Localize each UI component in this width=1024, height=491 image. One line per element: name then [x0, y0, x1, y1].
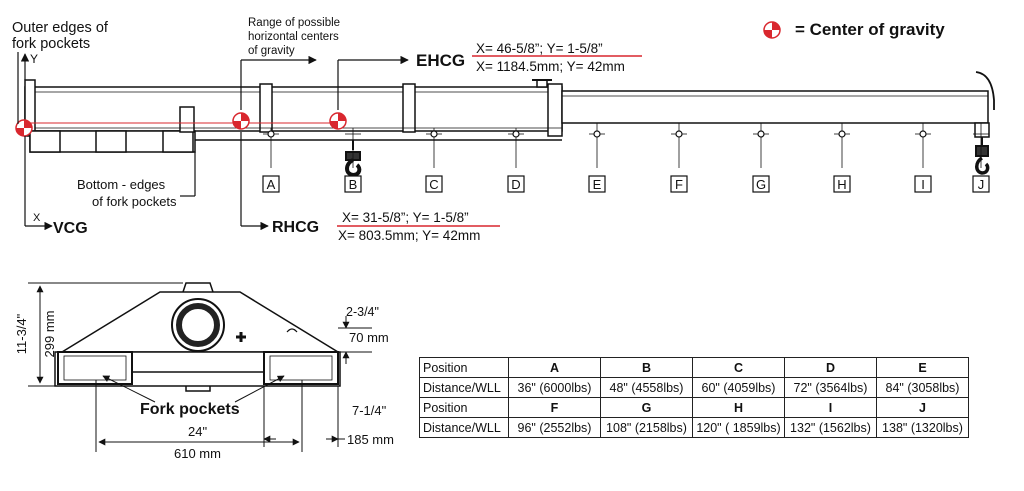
dim-pocket-h-mm: 70 mm — [349, 330, 389, 345]
position-letter-j: J — [978, 177, 985, 192]
pick-hole — [838, 130, 846, 138]
outer-edges-label-1: Outer edges of — [12, 20, 109, 36]
table-cell: J — [876, 397, 969, 418]
position-letter-c: C — [429, 177, 438, 192]
pick-hole — [919, 130, 927, 138]
fork-pockets-label: Fork pockets — [140, 401, 240, 418]
dim-pocket-h-in: 2-3/4" — [346, 305, 379, 319]
rhcg-inches: X= 31-5/8”; Y= 1-5/8” — [342, 210, 469, 225]
position-box — [262, 175, 280, 193]
table-cell: A — [508, 357, 601, 378]
position-box — [670, 175, 688, 193]
table-row: Position A B C D E — [419, 357, 969, 378]
legend-label: = Center of gravity — [795, 20, 945, 39]
table-row: Distance/WLL 96" (2552lbs) 108" (2158lbs… — [419, 417, 969, 438]
table-cell: 132" (1562lbs) — [784, 417, 877, 438]
bottom-edges-label-2: of fork pockets — [92, 194, 177, 209]
legend-cg-icon — [763, 21, 781, 39]
capacity-table: Position A B C D E Distance/WLL 36" (600… — [419, 357, 969, 438]
dim-center-in: 24" — [188, 424, 207, 439]
ehcg-inches: X= 46-5/8”; Y= 1-5/8” — [476, 41, 603, 56]
ehcg-marker-icon — [329, 112, 347, 130]
position-box — [752, 175, 770, 193]
position-letter-i: I — [921, 177, 925, 192]
rhcg-label: RHCG — [272, 219, 319, 236]
dim-center-mm: 610 mm — [174, 446, 221, 461]
table-cell: 36" (6000lbs) — [508, 377, 601, 398]
pick-hole — [267, 130, 275, 138]
axes — [17, 52, 409, 231]
axis-x-label: X — [33, 212, 41, 224]
row-label: Distance/WLL — [419, 377, 509, 398]
row-label: Distance/WLL — [419, 417, 509, 438]
pick-points — [263, 123, 989, 168]
table-cell: 60" (4059lbs) — [692, 377, 785, 398]
ehcg-label: EHCG — [416, 51, 465, 70]
position-box — [972, 175, 990, 193]
table-cell: 120" ( 1859lbs) — [692, 417, 785, 438]
table-cell: C — [692, 357, 785, 378]
table-cell: 96" (2552lbs) — [508, 417, 601, 438]
axis-y-label: Y — [30, 52, 38, 66]
table-cell: D — [784, 357, 877, 378]
position-box — [588, 175, 606, 193]
position-box — [833, 175, 851, 193]
table-cell: F — [508, 397, 601, 418]
position-markers: A B C D E F G H I J — [262, 175, 990, 193]
position-letter-g: G — [756, 177, 766, 192]
outer-edges-label-2: fork pockets — [12, 36, 90, 52]
rhcg-mm: X= 803.5mm; Y= 42mm — [338, 228, 480, 243]
row-label: Position — [419, 397, 509, 418]
table-cell: H — [692, 397, 785, 418]
position-box — [344, 175, 362, 193]
hook-icon — [975, 137, 990, 175]
rhcg-marker-icon — [232, 112, 250, 130]
pick-hole — [675, 130, 683, 138]
position-letter-b: B — [349, 177, 358, 192]
fork-pocket-pointers — [102, 375, 285, 403]
row-label: Position — [419, 357, 509, 378]
position-letter-h: H — [837, 177, 846, 192]
table-cell: 48" (4558lbs) — [600, 377, 693, 398]
position-box — [425, 175, 443, 193]
bottom-edges-label-1: Bottom - edges — [77, 177, 166, 192]
position-letter-f: F — [675, 177, 683, 192]
pick-hole — [757, 130, 765, 138]
pick-hole — [430, 130, 438, 138]
table-row: Position F G H I J — [419, 397, 969, 418]
pick-hole — [593, 130, 601, 138]
dimension-lines — [28, 282, 372, 452]
table-cell: 138" (1320lbs) — [876, 417, 969, 438]
table-row: Distance/WLL 36" (6000lbs) 48" (4558lbs)… — [419, 377, 969, 398]
range-label-3: of gravity — [248, 45, 295, 57]
range-label-1: Range of possible — [248, 17, 340, 29]
vcg-label: VCG — [53, 220, 88, 237]
dim-height-mm: 299 mm — [42, 311, 57, 358]
table-cell: 84" (3058lbs) — [876, 377, 969, 398]
position-box — [914, 175, 932, 193]
dim-pocket-w-mm: 185 mm — [347, 432, 394, 447]
range-label-2: horizontal centers — [248, 31, 339, 43]
table-cell: I — [784, 397, 877, 418]
table-cell: E — [876, 357, 969, 378]
position-letter-a: A — [267, 177, 276, 192]
position-letter-e: E — [593, 177, 602, 192]
ehcg-mm: X= 1184.5mm; Y= 42mm — [476, 59, 625, 74]
pick-hole — [512, 130, 520, 138]
end-view — [54, 282, 341, 392]
boom-side-view — [24, 71, 995, 178]
dim-height-in: 11-3/4" — [14, 313, 29, 354]
position-letter-d: D — [511, 177, 520, 192]
table-cell: G — [600, 397, 693, 418]
table-cell: 108" (2158lbs) — [600, 417, 693, 438]
dim-pocket-w-in: 7-1/4" — [352, 403, 387, 418]
table-cell: 72" (3564lbs) — [784, 377, 877, 398]
table-cell: B — [600, 357, 693, 378]
position-box — [507, 175, 525, 193]
